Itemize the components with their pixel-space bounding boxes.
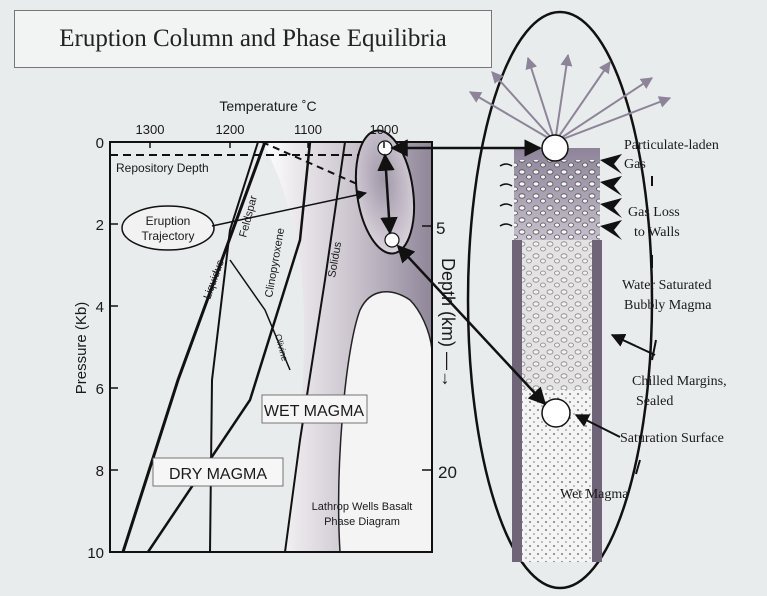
chilled-margins-label-2: Sealed — [636, 394, 673, 409]
eruption-trajectory-label-line2: Trajectory — [142, 229, 195, 243]
label-connector — [652, 340, 656, 360]
column-top-bubble — [542, 135, 568, 161]
pressure-tick-label: 8 — [96, 463, 104, 480]
saturation-surface-label: Saturation Surface — [620, 431, 724, 446]
depth-tick-20: 20 — [438, 463, 457, 482]
saturation-bubble-marker — [385, 233, 399, 247]
gas-loss-arrow — [600, 176, 622, 196]
temperature-tick-label: 1200 — [216, 122, 245, 137]
gas-loss-arrow — [600, 154, 622, 174]
pressure-tick-label: 6 — [96, 381, 104, 398]
bubbly-magma-label-1: Water Saturated — [622, 278, 711, 293]
gas-wisp — [500, 204, 512, 206]
gas-loss-left — [500, 164, 512, 226]
conduit-wall-right — [592, 240, 602, 562]
chilled-margins-pointer — [612, 335, 655, 355]
chilled-margins-label-1: Chilled Margins, — [632, 374, 727, 389]
pressure-tick-label: 0 — [96, 135, 104, 152]
conduit-wall-left — [512, 240, 522, 562]
depth-axis-label: Depth (km) —→ — [438, 258, 458, 388]
gas-loss-arrow — [600, 220, 622, 240]
particulate-gas-label-2: Gas — [624, 157, 646, 172]
temperature-tick-label: 1100 — [294, 122, 322, 137]
eruption-trajectory-bubble — [122, 206, 214, 250]
temperature-tick-label: 1000 — [370, 122, 399, 137]
gas-loss-right — [600, 154, 622, 240]
top-bubble-marker — [378, 141, 392, 155]
gas-wisp — [500, 184, 512, 186]
particulate-fill — [514, 160, 600, 240]
plume-arrows — [470, 55, 670, 142]
gas-loss-arrow — [600, 198, 622, 218]
wet-magma-label: WET MAGMA — [264, 403, 364, 420]
temperature-axis-label: Temperature ˚C — [219, 98, 316, 114]
phase-diagram-caption-line2: Phase Diagram — [324, 516, 400, 528]
plume-arrow — [492, 72, 555, 142]
pressure-ticks: 0 2 4 6 8 10 — [87, 135, 118, 562]
pressure-tick-label: 10 — [87, 545, 104, 562]
plume-arrow — [555, 55, 568, 142]
phase-diagram-caption-line1: Lathrop Wells Basalt — [312, 501, 413, 513]
bubbly-magma-label-2: Bubbly Magma — [624, 298, 712, 313]
plume-arrow — [555, 62, 610, 142]
eruption-trajectory-label-line1: Eruption — [146, 214, 191, 228]
bubbly-magma-texture — [522, 240, 592, 390]
temperature-tick-label: 1300 — [136, 122, 165, 137]
gas-wisp — [500, 224, 512, 226]
depth-tick-5: 5 — [436, 219, 445, 238]
dry-magma-label: DRY MAGMA — [169, 466, 267, 483]
pressure-tick-label: 2 — [96, 217, 104, 234]
gas-loss-label-1: Gas Loss — [628, 205, 680, 220]
gas-loss-label-2: to Walls — [634, 225, 680, 240]
saturation-surface-bubble — [542, 399, 570, 427]
pressure-axis-label: Pressure (Kb) — [73, 302, 90, 395]
wet-magma-column-label: Wet Magma — [560, 487, 629, 502]
liquidus-curve — [123, 142, 265, 552]
phase-diagram: Repository Depth Liquidus Feldspar Clino… — [110, 127, 432, 552]
repository-depth-label: Repository Depth — [116, 161, 209, 175]
particulate-gas-label-1: Particulate-laden — [624, 138, 719, 153]
gas-wisp — [500, 164, 512, 166]
clinopyroxene-label: Clinopyroxene — [263, 227, 287, 298]
pressure-tick-label: 4 — [96, 299, 104, 316]
olivine-label: Olivine — [273, 333, 290, 362]
